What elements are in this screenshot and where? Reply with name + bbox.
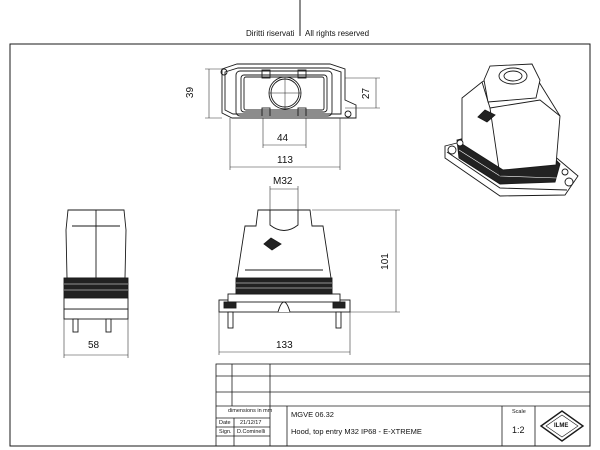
front-view — [218, 209, 351, 329]
sign-value: D.Cominelli — [237, 429, 266, 435]
dim-top-width: 113 — [277, 155, 293, 166]
dim-top-inner-height: 27 — [361, 87, 373, 100]
scale-label: Scale — [512, 409, 526, 415]
ilme-logo — [539, 410, 585, 442]
scale-value: 1:2 — [512, 425, 525, 435]
dim-thread-size: M32 — [273, 176, 293, 187]
rights-reserved-english: All rights reserved — [305, 29, 370, 38]
dimensions-note: dimensions in mm — [228, 408, 273, 414]
dim-front-width: 133 — [276, 340, 293, 351]
side-view-dimensions — [63, 319, 129, 358]
rights-reserved-italian: Diritti riservati — [246, 29, 295, 38]
product-description: Hood, top entry M32 IP68 - E-XTREME — [291, 427, 422, 436]
date-value: 21/12/17 — [240, 420, 262, 426]
title-block — [215, 363, 591, 447]
top-view — [220, 63, 357, 119]
side-view — [63, 209, 129, 333]
dim-side-width: 58 — [88, 340, 100, 351]
product-code: MGVE 06.32 — [291, 410, 334, 419]
date-label: Date — [219, 420, 231, 426]
logo-text: ILME — [554, 423, 569, 429]
sign-label: Sign. — [219, 429, 232, 435]
dim-top-height: 39 — [185, 86, 197, 99]
isometric-view — [444, 63, 579, 197]
dim-top-inner-width: 44 — [277, 133, 289, 144]
front-view-dimensions — [218, 186, 400, 355]
dim-front-height: 101 — [379, 253, 391, 270]
top-view-dimensions — [205, 68, 380, 170]
